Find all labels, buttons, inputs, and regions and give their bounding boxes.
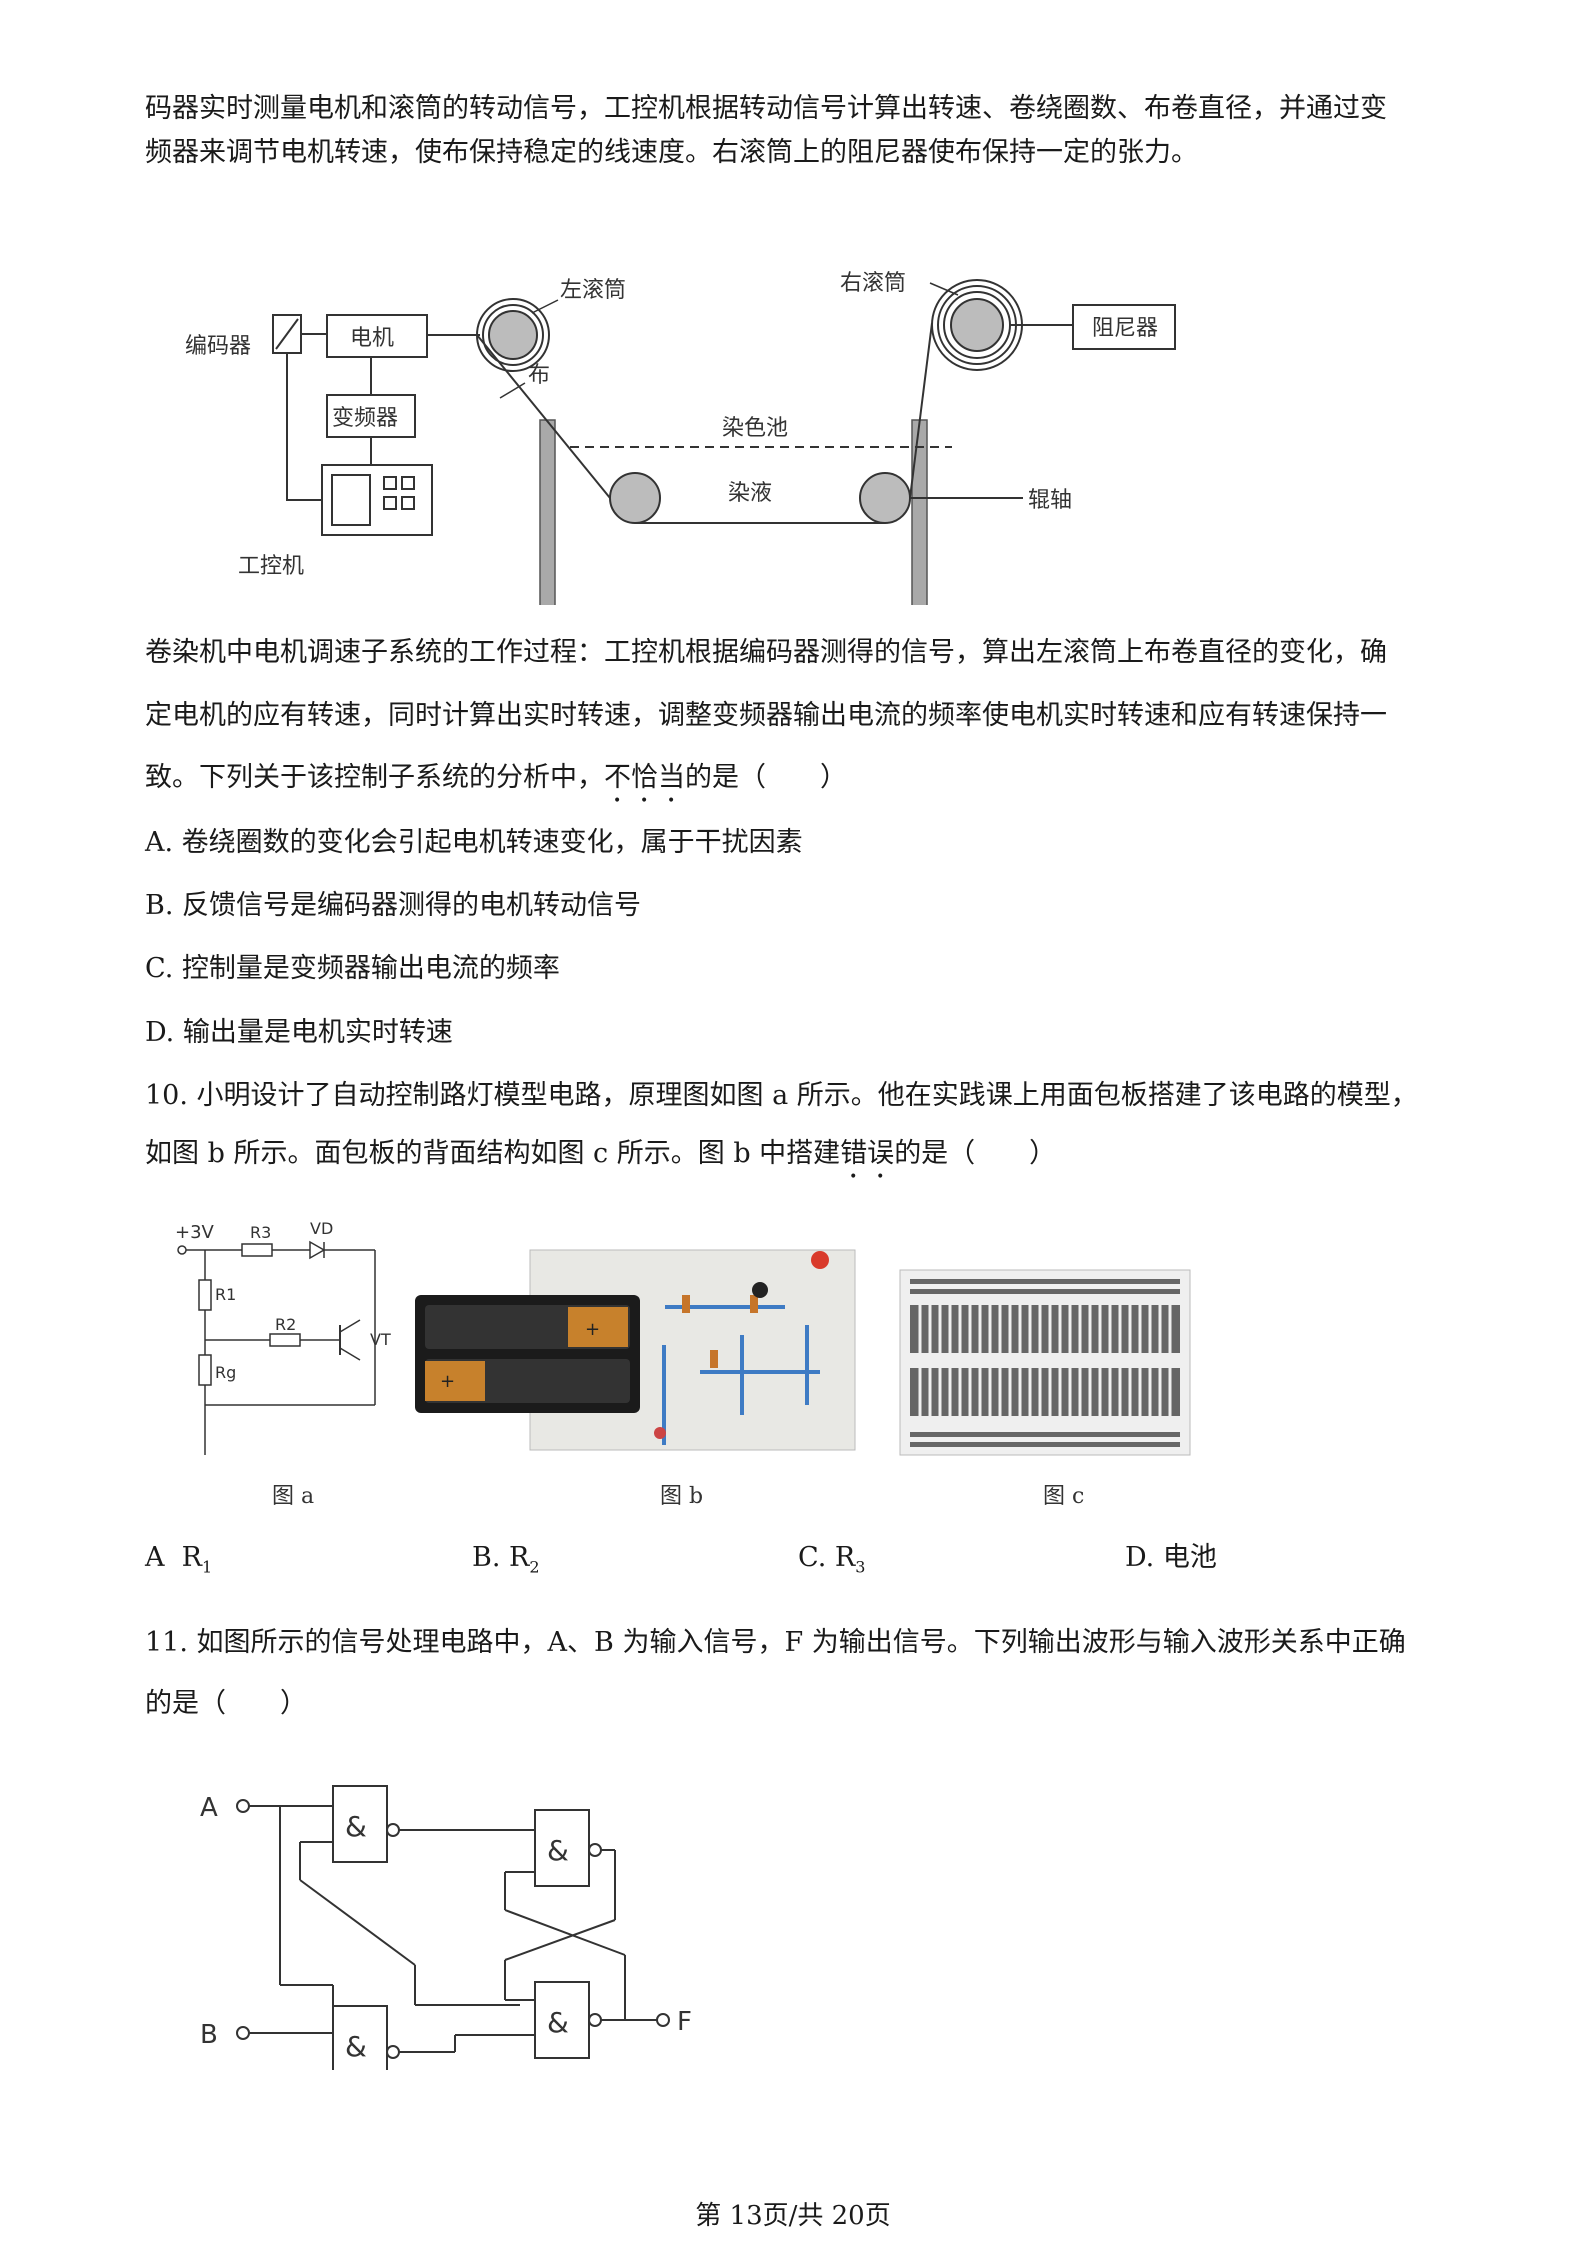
- gate-2-symbol: &: [345, 2030, 367, 2063]
- q11-stem-2: 的是（ ）: [145, 1688, 307, 1719]
- svg-text:R1: R1: [215, 1285, 236, 1304]
- q10-option-c: C. R3: [798, 1542, 866, 1577]
- roller-left: [609, 472, 661, 524]
- circuit-schematic-fig-a: +3V R3 VD R1 R2 VT Rg: [175, 1220, 391, 1455]
- gate-3-symbol: &: [547, 1834, 569, 1867]
- motor-label: 电机: [350, 326, 394, 351]
- page-footer: 第 13页/共 20页: [695, 2201, 891, 2231]
- encoder-label: 编码器: [185, 334, 251, 359]
- damper-box: [1072, 304, 1176, 350]
- q10-stem-2: 如图 b 所示。面包板的背面结构如图 c 所示。图 b 中搭建错误的是（ ）: [145, 1138, 1057, 1169]
- q9-option-b: B. 反馈信号是编码器测得的电机转动信号: [145, 890, 642, 921]
- output-f-label: F: [677, 2007, 692, 2037]
- left-drum-label: 左滚筒: [560, 278, 626, 303]
- fig-b-caption: 图 b: [660, 1484, 704, 1509]
- right-drum-label: 右滚筒: [840, 271, 906, 296]
- fig-c-caption: 图 c: [1043, 1484, 1085, 1509]
- q9-option-d: D. 输出量是电机实时转速: [145, 1017, 453, 1048]
- svg-text:+: +: [585, 1319, 600, 1340]
- svg-text:Rg: Rg: [215, 1363, 236, 1382]
- inverter-label: 变频器: [332, 406, 398, 431]
- q10-stem-1: 10. 小明设计了自动控制路灯模型电路，原理图如图 a 所示。他在实践课上用面包…: [145, 1080, 1418, 1111]
- svg-text:+3V: +3V: [175, 1222, 215, 1243]
- dye-tank: [539, 419, 928, 605]
- roller-right: [859, 472, 911, 524]
- q11-stem-1: 11. 如图所示的信号处理电路中，A、B 为输入信号，F 为输出信号。下列输出波…: [145, 1627, 1406, 1658]
- q10-option-a: A R1: [145, 1542, 213, 1577]
- logic-circuit-diagram: A B F & & & &: [200, 1785, 692, 2070]
- svg-text:R2: R2: [275, 1315, 296, 1334]
- dye-liquid-label: 染液: [728, 481, 772, 506]
- svg-text:VT: VT: [370, 1330, 391, 1349]
- q10-option-d: D. 电池: [1125, 1542, 1217, 1573]
- input-a-label: A: [200, 1793, 218, 1823]
- fig-a-caption: 图 a: [272, 1484, 315, 1509]
- svg-text:R3: R3: [250, 1223, 271, 1242]
- cloth-path: [476, 334, 611, 499]
- breadboard-fig-b: + +: [410, 1235, 860, 1460]
- intro-line-1: 码器实时测量电机和滚筒的转动信号，工控机根据转动信号计算出转速、卷绕圈数、布卷直…: [145, 93, 1387, 124]
- ipc-label: 工控机: [238, 554, 304, 579]
- svg-text:VD: VD: [310, 1220, 333, 1238]
- gate-1-symbol: &: [345, 1810, 367, 1843]
- q10-option-b: B. R2: [472, 1542, 540, 1577]
- q9-stem-3: 致。下列关于该控制子系统的分析中，不恰当的是（ ）: [145, 762, 847, 793]
- svg-text:+: +: [440, 1371, 455, 1392]
- gate-4-symbol: &: [547, 2006, 569, 2039]
- breadboard-back-fig-c: [899, 1269, 1191, 1456]
- input-b-label: B: [200, 2020, 218, 2050]
- q9-option-c: C. 控制量是变频器输出电流的频率: [145, 953, 560, 984]
- q9-option-a: A. 卷绕圈数的变化会引起电机转速变化，属于干扰因素: [145, 827, 803, 858]
- q10-emphasis: 错误: [840, 1138, 895, 1169]
- cloth-label: 布: [528, 363, 550, 388]
- q9-stem-2: 定电机的应有转速，同时计算出实时转速，调整变频器输出电流的频率使电机实时转速和应…: [145, 700, 1387, 731]
- dyeing-machine-diagram: 编码器 电机 变频器 工控机 左滚筒 右滚筒 阻尼器 染色池 染液 辊轴 布: [185, 271, 1176, 605]
- q9-stem-1: 卷染机中电机调速子系统的工作过程：工控机根据编码器测得的信号，算出左滚筒上布卷直…: [145, 637, 1387, 668]
- roller-label: 辊轴: [1028, 488, 1072, 513]
- dye-tank-label: 染色池: [722, 416, 788, 441]
- intro-line-2: 频器来调节电机转速，使布保持稳定的线速度。右滚筒上的阻尼器使布保持一定的张力。: [145, 137, 1198, 168]
- damper-label: 阻尼器: [1092, 316, 1158, 341]
- q9-emphasis: 不恰当: [604, 762, 685, 793]
